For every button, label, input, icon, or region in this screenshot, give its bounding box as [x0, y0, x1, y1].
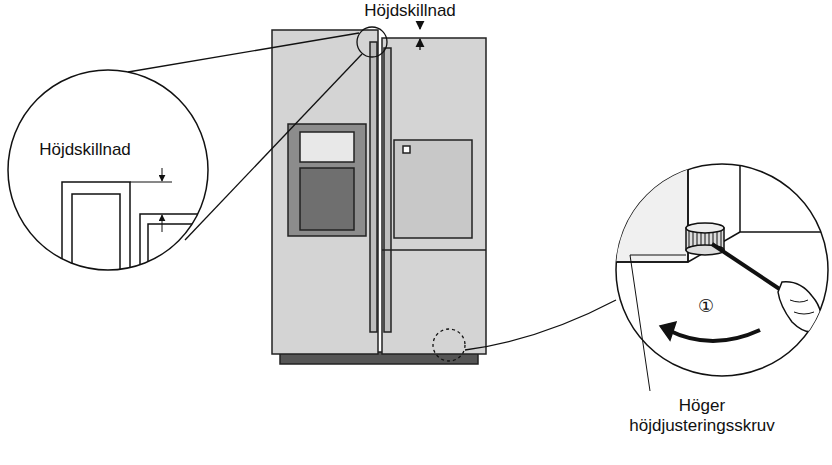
- refrigerator: [272, 30, 486, 364]
- dimension-label: Höjdskillnad: [350, 1, 470, 21]
- dimension-label: Höjdskillnad: [20, 140, 150, 160]
- callout-number: ①: [694, 296, 718, 316]
- part-label: Höger höjdjusteringsskruv: [612, 396, 792, 436]
